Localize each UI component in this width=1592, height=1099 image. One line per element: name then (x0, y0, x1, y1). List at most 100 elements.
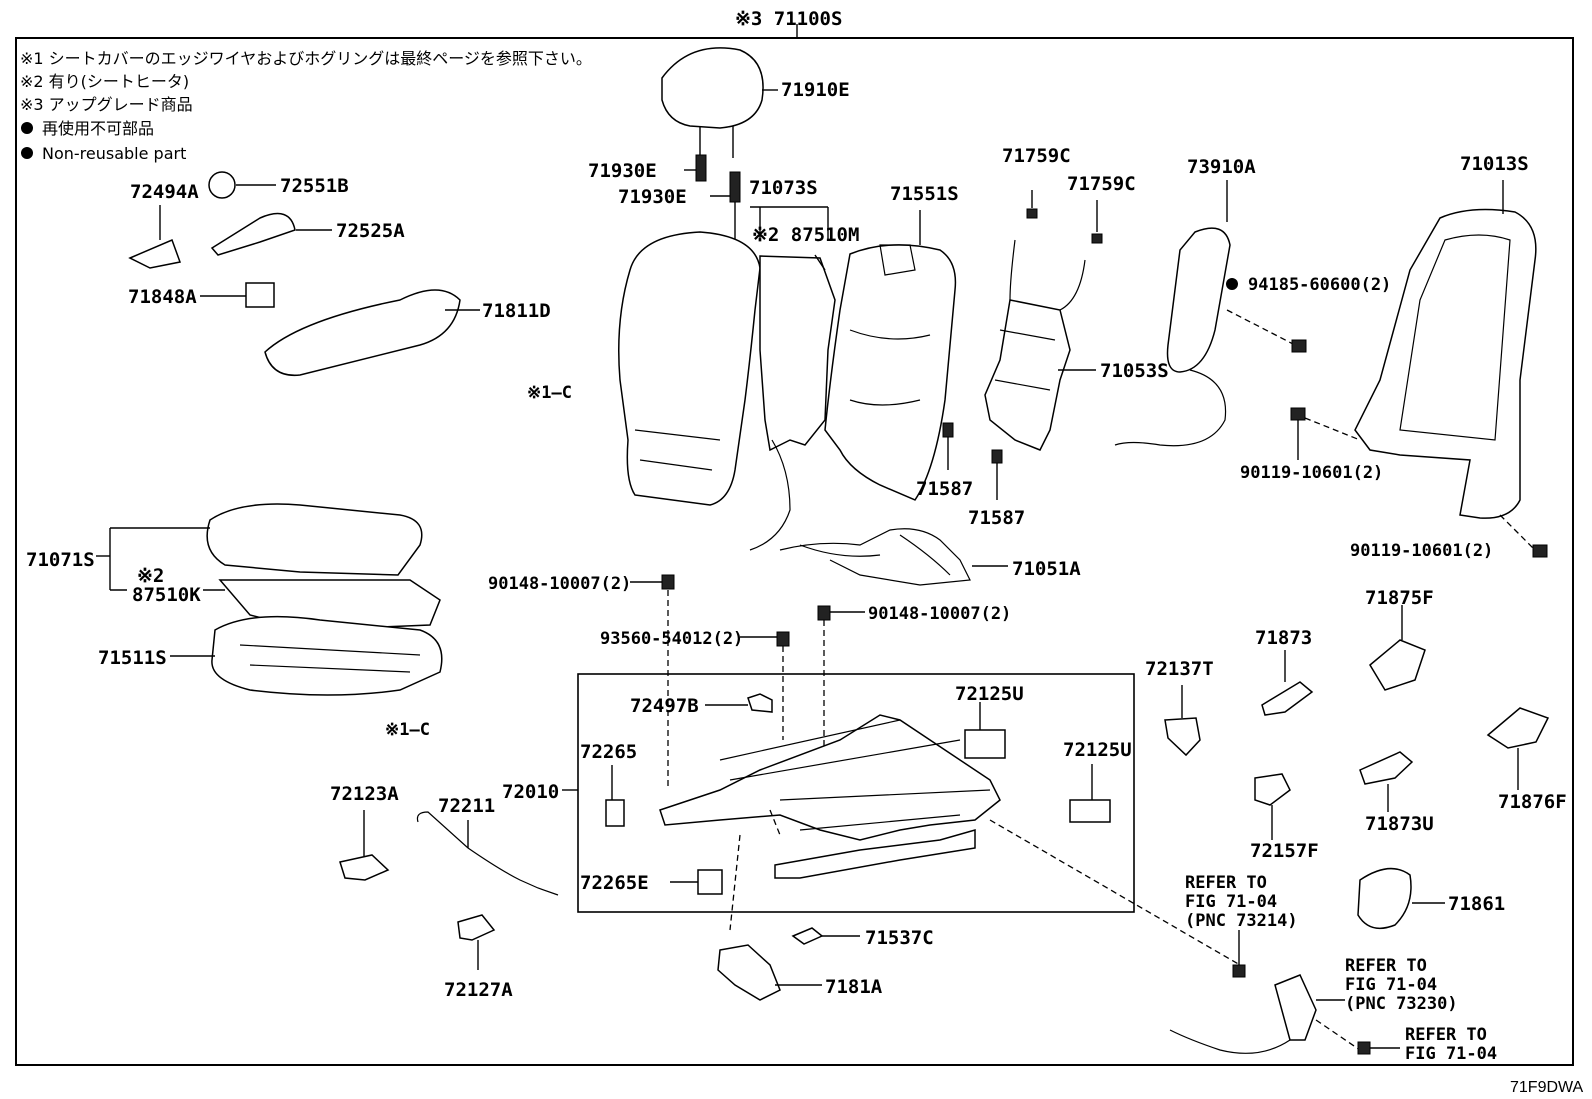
part-label-90148-10007[interactable]: 90148-10007(2) (488, 574, 631, 594)
ref-mark-c: ※1—C (527, 383, 572, 403)
part-label-71013s[interactable]: 71013S (1460, 153, 1529, 175)
part-label-72525a[interactable]: 72525A (336, 220, 405, 242)
part-label-71759c[interactable]: 71759C (1067, 173, 1136, 195)
note-5: Non-reusable part (42, 144, 186, 163)
part-label-71848a[interactable]: 71848A (128, 286, 197, 308)
part-label-72497b[interactable]: 72497B (630, 695, 699, 717)
clip-drawing (747, 693, 773, 713)
bolt-drawing (1290, 407, 1306, 421)
part-label-7181a[interactable]: 7181A (825, 976, 883, 998)
part-label-71053s[interactable]: 71053S (1100, 360, 1169, 382)
bolt-drawing (661, 574, 675, 590)
refer-line: (PNC 73230) (1345, 994, 1458, 1014)
cover-drawing (1261, 681, 1314, 716)
part-label-71873u[interactable]: 71873U (1365, 813, 1434, 835)
side-airbag-drawing (1114, 180, 1231, 447)
part-label-72211[interactable]: 72211 (438, 795, 495, 817)
refer-line: (PNC 73214) (1185, 911, 1298, 931)
refer-line: REFER TO (1405, 1025, 1487, 1045)
part-label-71861[interactable]: 71861 (1448, 893, 1505, 915)
part-label-71051a[interactable]: 71051A (1012, 558, 1081, 580)
part-label-72125u[interactable]: 72125U (955, 683, 1024, 705)
part-label-71511s[interactable]: 71511S (98, 647, 167, 669)
part-label-72157f[interactable]: 72157F (1250, 840, 1319, 862)
note-4: 再使用不可部品 (42, 119, 154, 138)
refer-block-2[interactable]: REFER TO FIG 71-04 (PNC 73230) (1345, 956, 1458, 1014)
cover-drawing (1069, 799, 1111, 823)
seat-adjuster-drawing (659, 714, 1001, 879)
part-label-72494a[interactable]: 72494A (130, 181, 199, 203)
wire-harness-drawing (779, 528, 1008, 586)
clip-drawing (791, 927, 824, 945)
cover-drawing (1164, 717, 1201, 757)
buckle-drawing (1274, 974, 1317, 1041)
cover-drawing (457, 914, 496, 941)
part-label-90148-10007[interactable]: 90148-10007(2) (868, 604, 1011, 624)
part-label-90119-10601[interactable]: 90119-10601(2) (1350, 541, 1493, 561)
cover-drawing (1359, 751, 1414, 785)
seatback-cover-drawing (618, 206, 829, 506)
note-1: ※1 シートカバーのエッジワイヤおよびホグリングは最終ページを参照下さい。 (20, 49, 592, 68)
bolt-drawing (776, 631, 790, 647)
non-reusable-dot-icon (1226, 278, 1238, 290)
assembly-label[interactable]: ※3 71100S (735, 8, 842, 30)
non-reusable-dot-icon (21, 147, 33, 159)
buckle-wire-drawing (1169, 1029, 1291, 1054)
bolt-drawing (817, 605, 831, 621)
notes-block: ※1 シートカバーのエッジワイヤおよびホグリングは最終ページを参照下さい。 ※2… (20, 49, 592, 163)
part-label-71910e[interactable]: 71910E (781, 79, 850, 101)
headrest-drawing (661, 47, 764, 158)
cover-drawing (1369, 639, 1426, 691)
note-2: ※2 有り(シートヒータ) (20, 72, 189, 91)
part-label-72265[interactable]: 72265 (580, 741, 637, 763)
part-label-71930e[interactable]: 71930E (618, 186, 687, 208)
part-label-71073s[interactable]: 71073S (749, 177, 818, 199)
non-reusable-dot-icon (21, 122, 33, 134)
part-label-87510k[interactable]: 87510K (132, 584, 201, 606)
part-label-72265e[interactable]: 72265E (580, 872, 649, 894)
refer-block-3[interactable]: REFER TO FIG 71-04 (1405, 1025, 1497, 1064)
part-label-71587[interactable]: 71587 (968, 507, 1025, 529)
nut-drawing (1291, 339, 1307, 353)
part-label-72010[interactable]: 72010 (502, 781, 559, 803)
switch-drawing (697, 869, 723, 895)
cover-drawing (1254, 773, 1291, 806)
seatback-frame-drawing (1354, 180, 1537, 519)
seatback-pad-drawing (824, 210, 957, 501)
headrest-guide-drawing (729, 171, 741, 203)
part-label-71875f[interactable]: 71875F (1365, 587, 1434, 609)
part-label-72551b[interactable]: 72551B (280, 175, 349, 197)
clip-drawing (991, 449, 1003, 464)
cover-drawing (1357, 867, 1412, 930)
part-label-93560-54012[interactable]: 93560-54012(2) (600, 629, 743, 649)
refer-line: REFER TO (1345, 956, 1427, 976)
cover-drawing (1486, 707, 1550, 749)
part-label-71930e[interactable]: 71930E (588, 160, 657, 182)
part-label-94185-60600[interactable]: 94185-60600(2) (1248, 275, 1391, 295)
part-label-71759c[interactable]: 71759C (1002, 145, 1071, 167)
part-label-72125u[interactable]: 72125U (1063, 739, 1132, 761)
part-label-71537c[interactable]: 71537C (865, 927, 934, 949)
part-label-71071s[interactable]: 71071S (26, 549, 95, 571)
part-label-72137t[interactable]: 72137T (1145, 658, 1214, 680)
seat-cushion-drawing (206, 503, 443, 696)
lumbar-support-drawing (984, 190, 1103, 451)
part-label-71876f[interactable]: 71876F (1498, 791, 1567, 813)
diagram-frame (15, 37, 1574, 1066)
refer-line: FIG 71-04 (1185, 892, 1277, 912)
part-label-72123a[interactable]: 72123A (330, 783, 399, 805)
refer-line: REFER TO (1185, 873, 1267, 893)
rod-drawing (416, 811, 559, 896)
part-label-71811d[interactable]: 71811D (482, 300, 551, 322)
part-label-90119-10601[interactable]: 90119-10601(2) (1240, 463, 1383, 483)
part-label-71587[interactable]: 71587 (916, 478, 973, 500)
part-label-87510m[interactable]: ※2 87510M (752, 224, 859, 246)
seat-heater-back-drawing (749, 254, 836, 551)
part-label-72127a[interactable]: 72127A (444, 979, 513, 1001)
refer-block-1[interactable]: REFER TO FIG 71-04 (PNC 73214) (1185, 873, 1298, 931)
part-label-73910a[interactable]: 73910A (1187, 156, 1256, 178)
part-label-87510k-mark: ※2 (137, 565, 164, 587)
part-label-71551s[interactable]: 71551S (890, 183, 959, 205)
part-label-71873[interactable]: 71873 (1255, 627, 1312, 649)
